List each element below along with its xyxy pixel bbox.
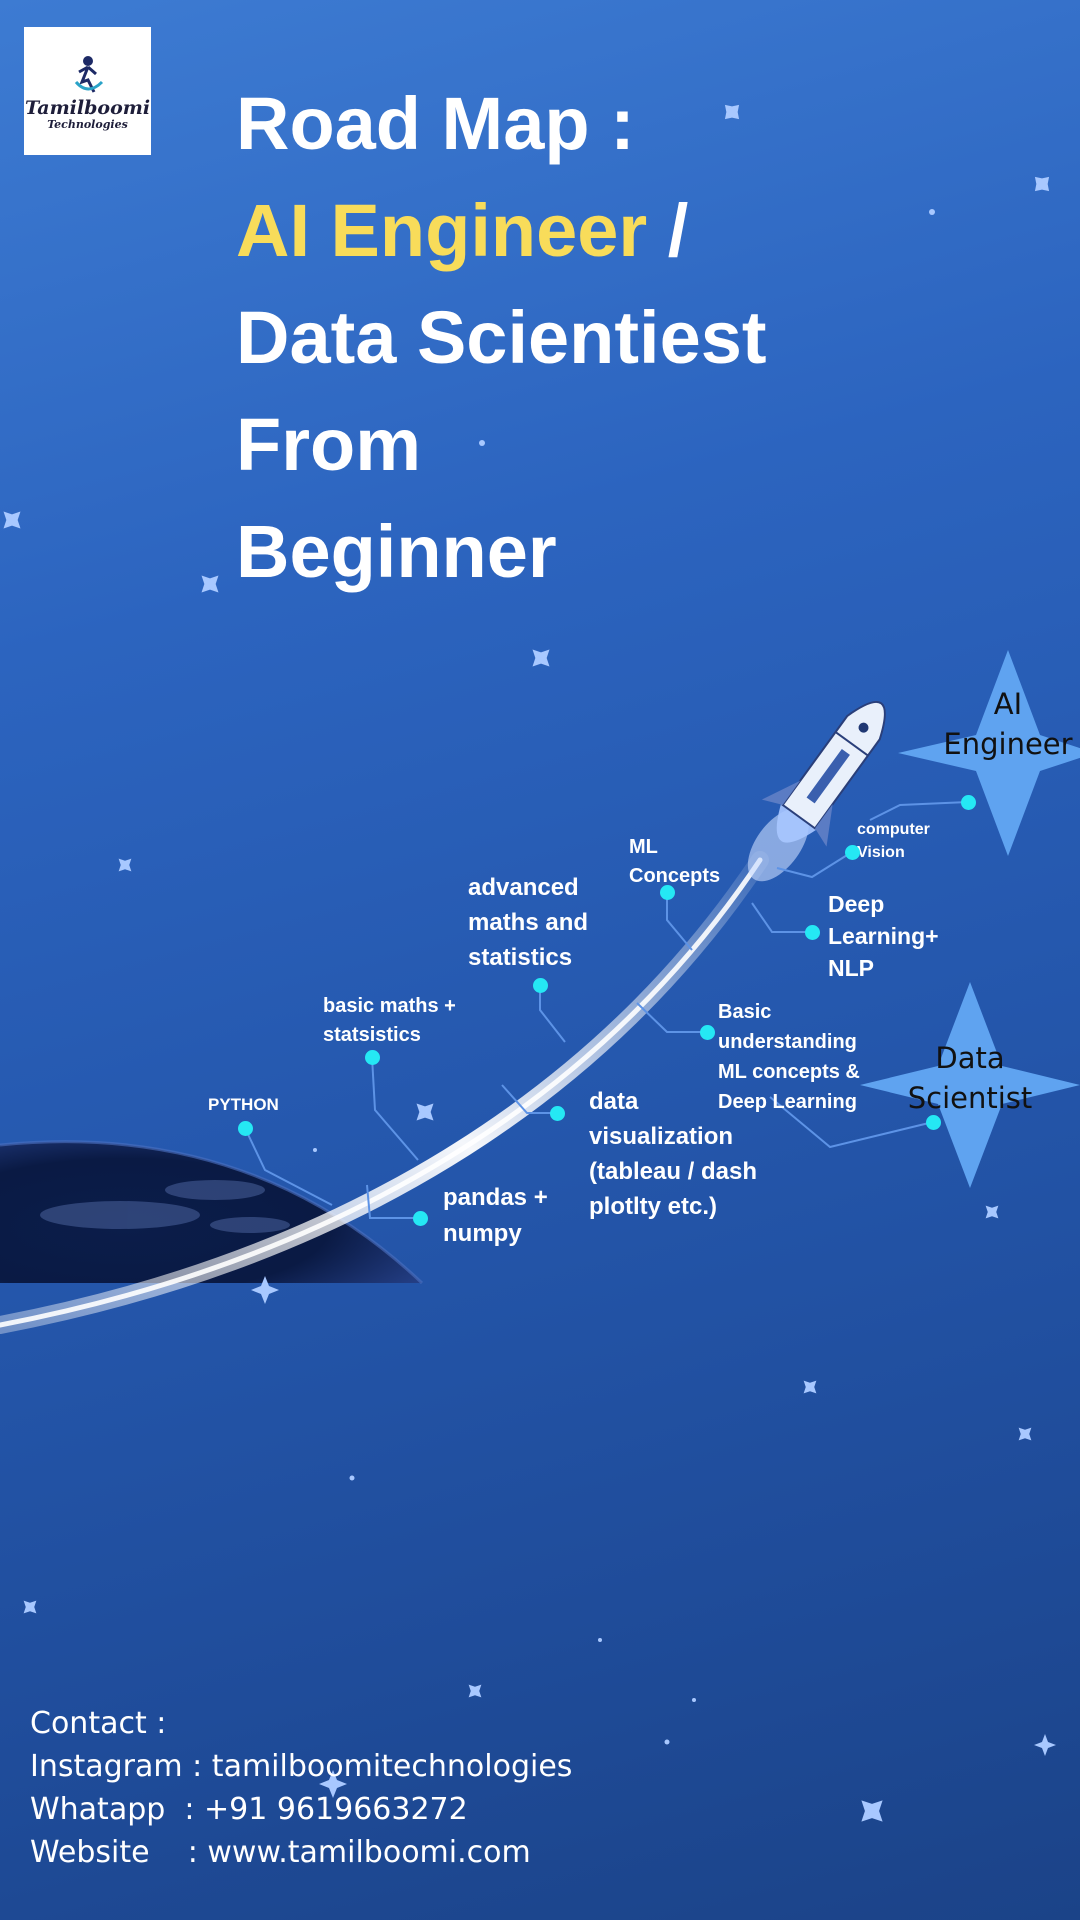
- node-dot-pandas: [413, 1211, 428, 1226]
- title-line-3: Data Scientiest: [236, 296, 767, 379]
- node-dot-deep-learning: [805, 925, 820, 940]
- page-title: Road Map : AI Engineer / Data Scientiest…: [236, 70, 767, 605]
- node-dot-data-scientist: [926, 1115, 941, 1130]
- node-label-advanced-maths: advanced maths and statistics: [468, 874, 589, 971]
- node-label-basic-maths: basic maths + statsistics: [323, 995, 456, 1046]
- node-dot-python: [238, 1121, 253, 1136]
- node-label-python: PYTHON: [208, 1095, 279, 1114]
- title-line-1: Road Map :: [236, 82, 635, 165]
- connector-lines: [244, 801, 969, 1219]
- data-scientist-star-shape: [860, 982, 1080, 1188]
- node-dot-ml-concepts: [660, 885, 675, 900]
- logo-wordmark: Tamilboomi: [24, 96, 151, 119]
- node-dot-basic-maths: [365, 1050, 380, 1065]
- title-slash: /: [647, 189, 689, 272]
- node-dot-advanced-maths: [533, 978, 548, 993]
- contact-instagram: Instagram : tamilboomitechnologies: [30, 1749, 573, 1784]
- goal-ai-engineer: AI Engineer: [943, 687, 1073, 761]
- node-dot-basic-understanding: [700, 1025, 715, 1040]
- logo-figure-icon: [74, 55, 103, 93]
- rocket-graphic: [747, 700, 886, 882]
- node-label-basic-understanding: Basic understanding ML concepts & Deep L…: [718, 1001, 860, 1113]
- node-label-ml-concepts: ML Concepts: [629, 836, 721, 887]
- node-label-pandas: pandas + numpy: [443, 1184, 548, 1247]
- contact-section: Contact : Instagram : tamilboomitechnolo…: [30, 1702, 572, 1874]
- node-label-computer-vision: computer Vision: [857, 821, 930, 861]
- planet-graphic: [0, 1140, 424, 1285]
- contact-whatsapp: Whatapp : +91 9619663272: [30, 1792, 468, 1827]
- title-line-5: Beginner: [236, 510, 557, 593]
- title-line-2: AI Engineer /: [236, 177, 767, 284]
- contact-heading: Contact :: [30, 1706, 167, 1741]
- decorative-stars: [3, 104, 1056, 1822]
- company-logo: Tamilboomi Technologies: [24, 27, 151, 155]
- node-dot-ai-engineer: [961, 795, 976, 810]
- title-line-4: From: [236, 403, 421, 486]
- contact-website: Website : www.tamilboomi.com: [30, 1835, 531, 1870]
- logo-subtitle: Technologies: [47, 117, 128, 131]
- node-dot-data-visualization: [550, 1106, 565, 1121]
- goal-data-scientist: Data Scientist: [907, 1041, 1033, 1115]
- node-label-data-visualization: data visualization (tableau / dash plotl…: [589, 1088, 758, 1220]
- title-accent: AI Engineer: [236, 189, 648, 272]
- node-dot-computer-vision: [845, 845, 860, 860]
- ai-engineer-star-shape: [898, 650, 1080, 856]
- node-label-deep-learning: Deep Learning+ NLP: [828, 891, 939, 981]
